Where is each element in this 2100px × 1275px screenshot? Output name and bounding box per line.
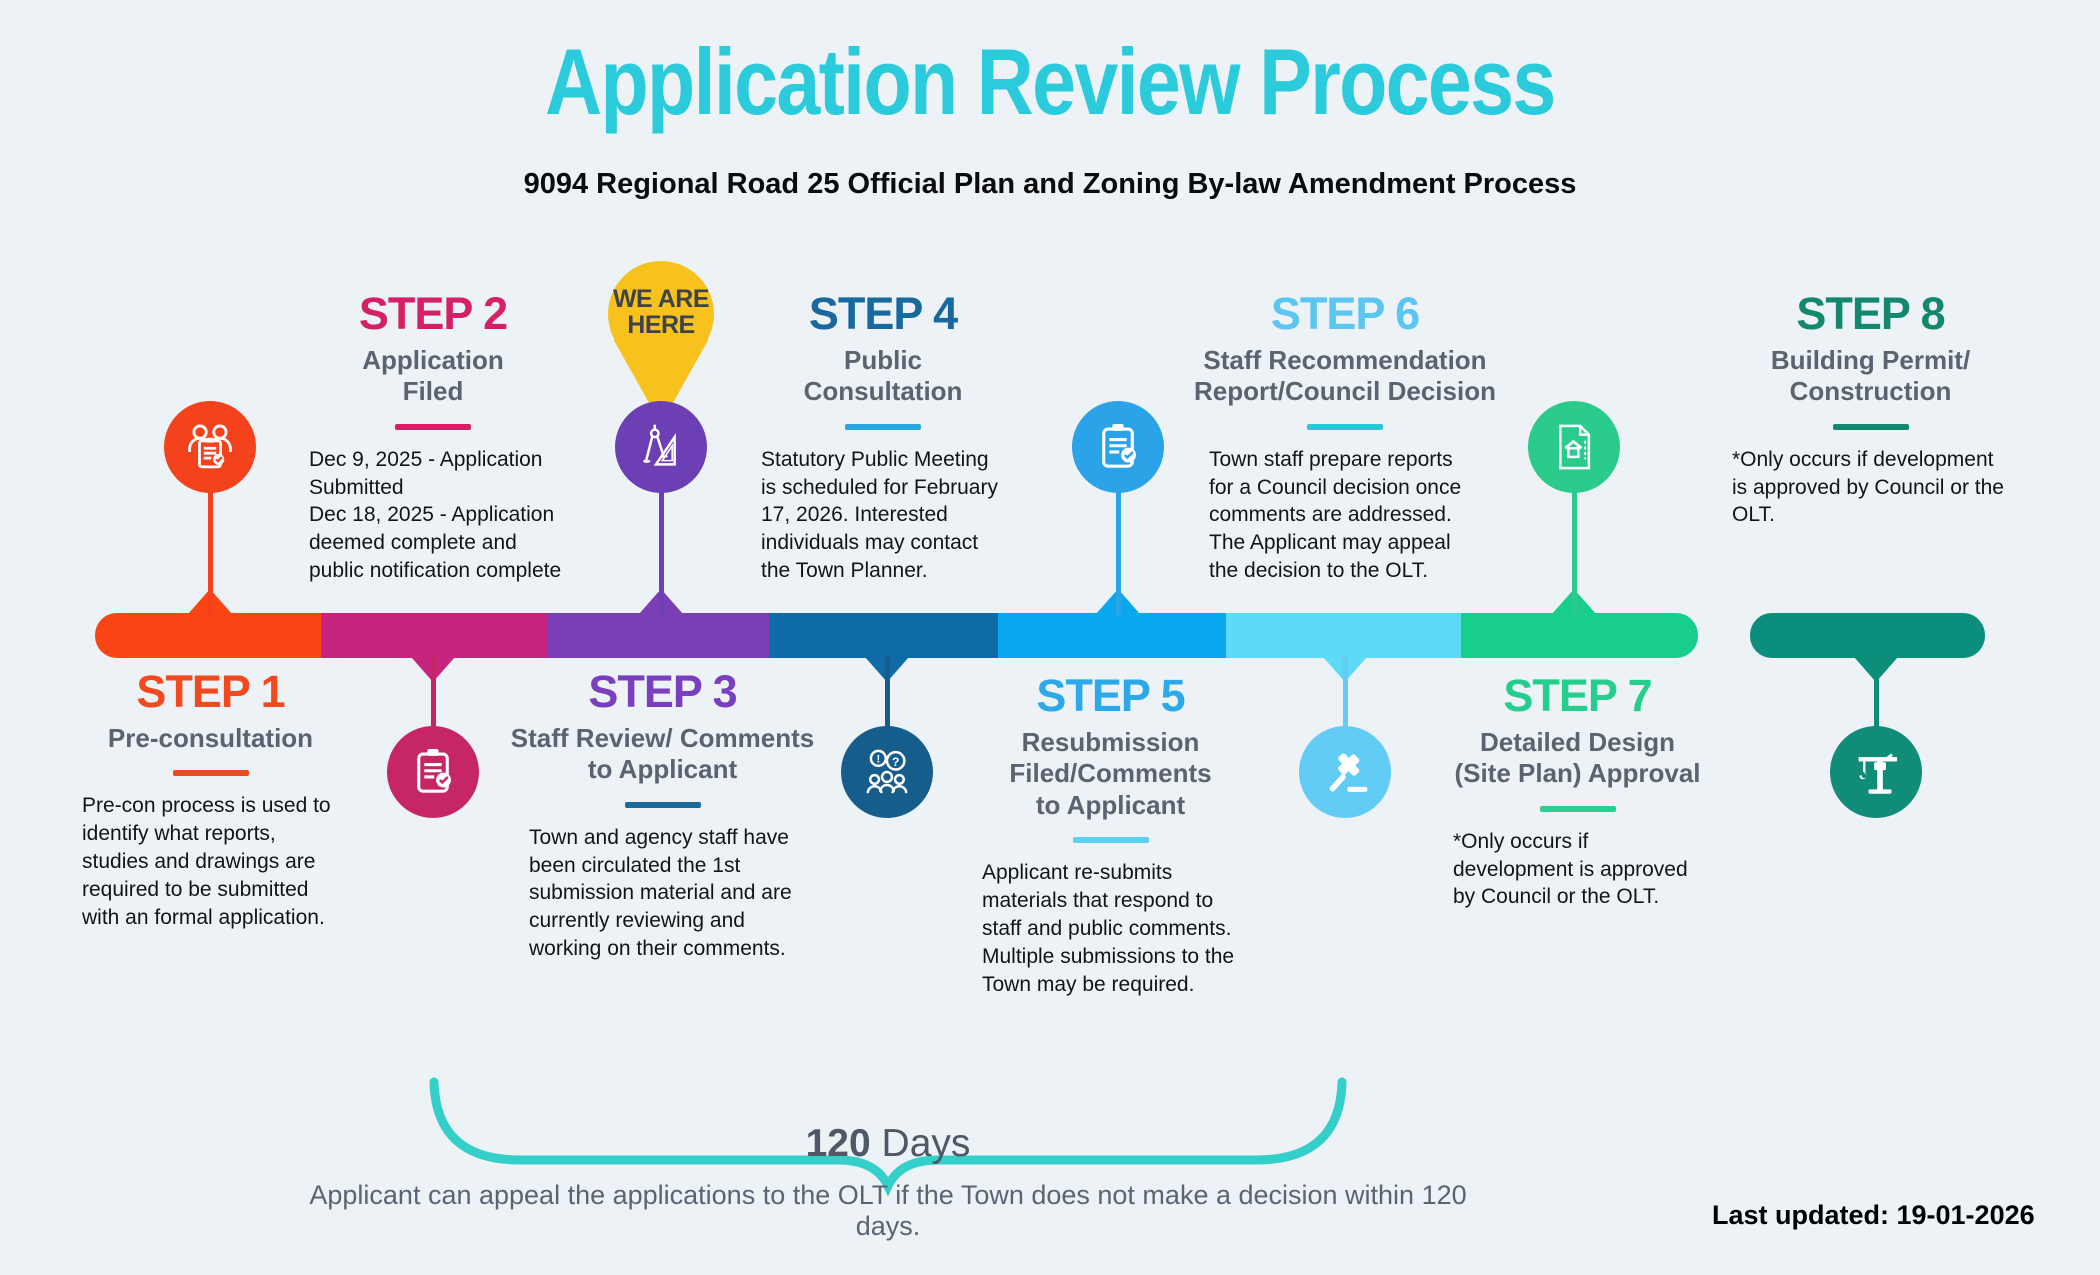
step-4-description: Statutory Public Meeting is scheduled fo… [761,447,998,583]
timeline-segment-8 [1750,613,1985,658]
page-title: Application Review Process [0,28,2100,136]
step-7-label: STEP 7 [1503,670,1652,721]
step-6-title: Staff Recommendation Report/Council Deci… [1194,345,1496,407]
step-5-label: STEP 5 [1036,670,1185,721]
step-5-icon-circle [1072,401,1164,493]
duration-value: 120 [805,1122,871,1165]
step-3-description: Town and agency staff have been circulat… [529,825,792,961]
step-2-divider [395,423,471,430]
step-8-label: STEP 8 [1796,288,1945,339]
step-7-icon-circle [1528,401,1620,493]
svg-text:?: ? [892,755,900,769]
step-8-divider [1832,423,1909,430]
connector-stem-step-4 [885,656,890,730]
duration-brace [429,1077,1347,1197]
step-3-block: STEP 3 Staff Review/ Comments to Applica… [505,668,820,963]
people-meeting-clipboard-icon [188,424,232,469]
timeline-segment-6 [1226,613,1461,658]
step-6-block: STEP 6 Staff Recommendation Report/Counc… [1165,290,1525,585]
timeline-segment-7 [1461,613,1698,658]
connector-stem-step-2 [431,656,436,730]
step-8-icon-circle [1830,726,1922,818]
step-8-block: STEP 8 Building Permit/ Construction *On… [1718,290,2023,529]
step-4-block: STEP 4 Public Consultation Statutory Pub… [733,290,1033,585]
step-1-title: Pre-consultation [107,723,314,754]
step-7-title: Detailed Design (Site Plan) Approval [1454,727,1701,789]
step-5-block: STEP 5 Resubmission Filed/Comments to Ap… [958,672,1263,998]
step-6-icon-circle [1299,726,1391,818]
we-are-here-label: WE ARE HERE [612,285,710,339]
we-are-here-marker [608,261,714,422]
step-6-label: STEP 6 [1270,288,1420,339]
step-2-description: Dec 9, 2025 - Application Submitted Dec … [309,447,562,583]
step-8-description: *Only occurs if development is approved … [1732,447,2004,527]
step-4-label: STEP 4 [808,288,958,339]
step-1-description: Pre-con process is used to identify what… [82,794,331,930]
connector-stem-step-5 [1116,480,1121,616]
svg-text:!: ! [876,754,880,766]
people-discussion-icon: ! ? [866,749,908,794]
step-1-block: STEP 1 Pre-consultation Pre-con process … [58,668,363,932]
clipboard-check-icon [417,749,451,793]
step-7-block: STEP 7 Detailed Design (Site Plan) Appro… [1425,672,1730,911]
connector-stem-step-6 [1343,656,1348,730]
step-1-icon-circle [164,401,256,493]
step-5-divider [1072,836,1149,843]
timeline-segment-1 [95,613,321,658]
step-2-title: Application Filed [362,345,504,407]
connector-stem-step-1 [208,480,213,616]
connector-stem-step-8 [1874,656,1879,730]
timeline-segment-5 [998,613,1226,658]
duration-label: 120 Days [438,1122,1338,1166]
step-3-title: Staff Review/ Comments to Applicant [510,723,815,785]
appeal-note: Applicant can appeal the applications to… [309,1180,1467,1241]
step-2-block: STEP 2 Application Filed Dec 9, 2025 - A… [283,290,583,585]
step-6-divider [1307,423,1383,430]
timeline-segment-4 [769,613,998,658]
connector-stem-step-3 [659,480,664,616]
step-7-description: *Only occurs if development is approved … [1453,829,1688,909]
drafting-compass-set-square-icon [642,424,676,466]
step-5-title: Resubmission Filed/Comments to Applicant [1009,727,1212,820]
step-3-divider [624,801,701,808]
step-7-divider [1539,805,1616,812]
construction-crane-icon [1858,753,1898,794]
step-3-label: STEP 3 [588,666,737,717]
step-1-divider [172,770,249,777]
duration-unit: Days [870,1122,971,1165]
step-3-icon-circle [615,401,707,493]
last-updated: Last updated: 19-01-2026 [1712,1200,2035,1230]
step-2-icon-circle [387,726,479,818]
site-plan-document-icon [1559,424,1591,470]
gavel-icon [1329,753,1368,792]
timeline-segment-3 [547,613,769,658]
step-8-title: Building Permit/ Construction [1770,345,1971,407]
step-4-divider [845,423,921,430]
step-6-description: Town staff prepare reports for a Council… [1209,447,1462,583]
timeline-segment-2 [321,613,547,658]
step-4-title: Public Consultation [803,345,963,407]
page-subtitle: 9094 Regional Road 25 Official Plan and … [523,168,1577,200]
clipboard-check-icon [1102,424,1136,468]
step-2-label: STEP 2 [358,288,508,339]
step-1-label: STEP 1 [136,666,285,717]
connector-stem-step-7 [1572,480,1577,616]
step-4-icon-circle: ! ? [841,726,933,818]
page-title-text: Application Review Process [545,29,1556,134]
step-5-description: Applicant re-submits materials that resp… [982,860,1235,996]
